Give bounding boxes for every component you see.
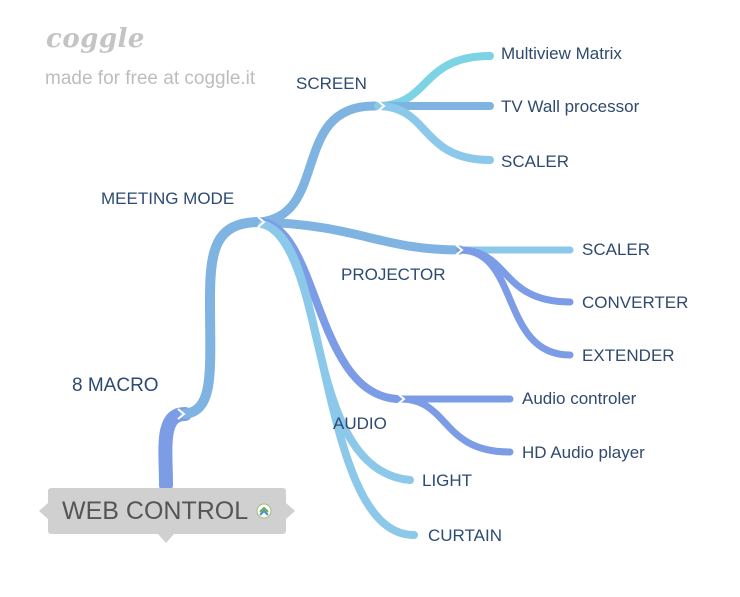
branch-projector-extender (456, 246, 574, 359)
root-right-arrow (286, 503, 295, 519)
branch-root-macro (158, 407, 192, 492)
node-converter[interactable]: CONVERTER (582, 293, 689, 312)
branch-meeting-screen (255, 101, 380, 227)
chevron-macro (177, 408, 186, 420)
node-projector[interactable]: PROJECTOR (341, 265, 446, 284)
node-light[interactable]: LIGHT (422, 471, 473, 490)
node-tv-wall-processor[interactable]: TV Wall processor (501, 97, 640, 116)
branch-macro-meeting (180, 217, 265, 419)
root-label: WEB CONTROL (62, 496, 249, 525)
root-bottom-arrow (158, 534, 174, 543)
node-extender[interactable]: EXTENDER (582, 346, 675, 365)
link-icon (256, 503, 272, 519)
node-curtain[interactable]: CURTAIN (428, 526, 502, 545)
root-node-web-control[interactable]: WEB CONTROL (39, 488, 295, 543)
chevron-audio (397, 393, 406, 405)
node-audio-controler[interactable]: Audio controler (522, 389, 637, 408)
node-8-macro[interactable]: 8 MACRO (72, 375, 159, 396)
node-multiview-matrix[interactable]: Multiview Matrix (501, 44, 622, 63)
branch-meeting-audio (258, 218, 404, 403)
node-screen-scaler[interactable]: SCALER (501, 152, 570, 171)
branch-audio-hd (396, 395, 514, 456)
node-hd-audio-player[interactable]: HD Audio player (522, 443, 645, 462)
chevron-projector (455, 244, 464, 256)
branch-screen-scaler (374, 102, 494, 164)
root-left-arrow (39, 503, 48, 519)
coggle-tagline[interactable]: made for free at coggle.it (45, 68, 256, 89)
node-meeting-mode[interactable]: MEETING MODE (101, 189, 235, 208)
node-projector-scaler[interactable]: SCALER (582, 240, 651, 259)
branch-screen-multiview (374, 52, 494, 110)
branch-meeting-projector (255, 217, 465, 255)
coggle-logo[interactable]: coggle (46, 24, 145, 54)
node-screen[interactable]: SCREEN (296, 74, 367, 93)
chevron-screen (377, 100, 386, 112)
node-audio[interactable]: AUDIO (333, 414, 387, 433)
chevron-meeting (257, 216, 266, 228)
branch-projector-converter (456, 246, 574, 306)
branch-meeting-curtain (258, 220, 418, 539)
